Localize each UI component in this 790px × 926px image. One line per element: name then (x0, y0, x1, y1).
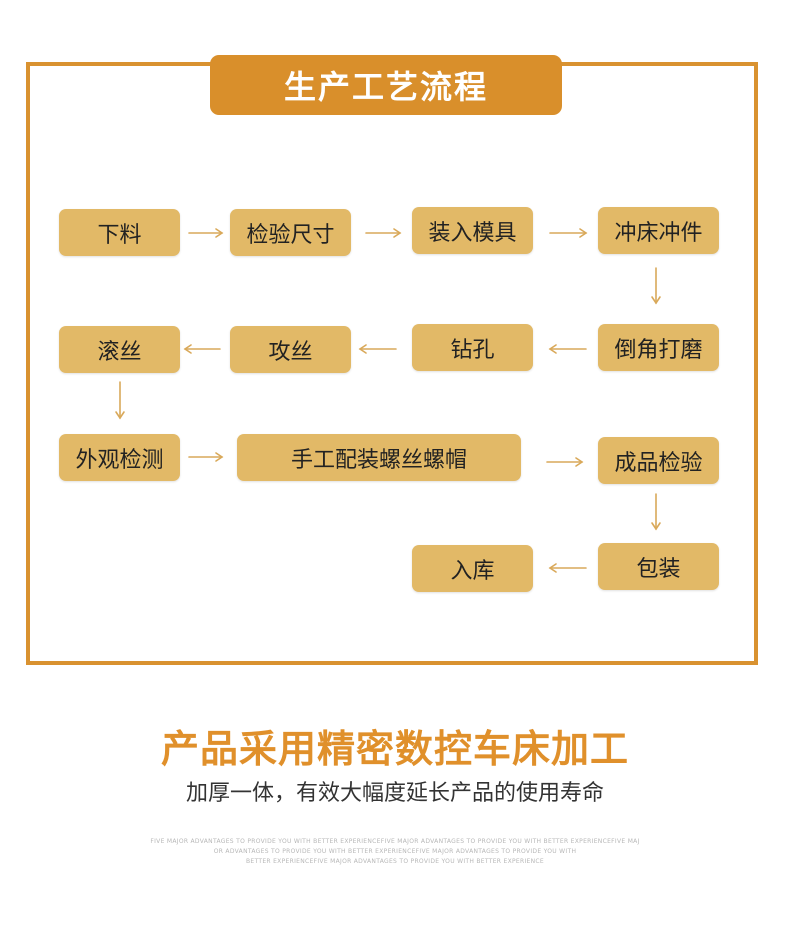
fine-print-line: FIVE MAJOR ADVANTAGES TO PROVIDE YOU WIT… (150, 838, 640, 845)
step-drilling: 钻孔 (412, 324, 533, 371)
arrow-down-icon (651, 493, 661, 531)
arrow-down-icon (651, 267, 661, 305)
arrow-right-icon (365, 228, 402, 238)
step-warehousing: 入库 (412, 545, 533, 592)
step-stamping: 冲床冲件 (598, 207, 719, 254)
arrow-left-icon (183, 344, 221, 354)
step-load-mold: 装入模具 (412, 207, 533, 254)
step-chamfer-grinding: 倒角打磨 (598, 324, 719, 371)
step-manual-assembly: 手工配装螺丝螺帽 (237, 434, 521, 481)
feature-headline: 产品采用精密数控车床加工 (160, 727, 629, 771)
feature-subline: 加厚一体，有效大幅度延长产品的使用寿命 (185, 781, 604, 806)
arrow-left-icon (358, 344, 397, 354)
step-thread-rolling: 滚丝 (59, 326, 180, 373)
step-visual-inspection: 外观检测 (59, 434, 180, 481)
arrow-down-icon (115, 381, 125, 420)
fine-print-line: BETTER EXPERIENCEFIVE MAJOR ADVANTAGES T… (245, 858, 544, 865)
arrow-right-icon (188, 452, 224, 462)
arrow-left-icon (548, 563, 587, 573)
arrow-right-icon (549, 228, 588, 238)
arrow-right-icon (546, 457, 584, 467)
step-tapping: 攻丝 (230, 326, 351, 373)
step-final-inspection: 成品检验 (598, 437, 719, 484)
arrow-right-icon (188, 228, 224, 238)
page-title: 生产工艺流程 (210, 55, 562, 115)
step-packaging: 包装 (598, 543, 719, 590)
fine-print-line: OR ADVANTAGES TO PROVIDE YOU WITH BETTER… (213, 848, 577, 855)
step-cutting: 下料 (59, 209, 180, 256)
arrow-left-icon (548, 344, 587, 354)
step-size-inspection: 检验尺寸 (230, 209, 351, 256)
